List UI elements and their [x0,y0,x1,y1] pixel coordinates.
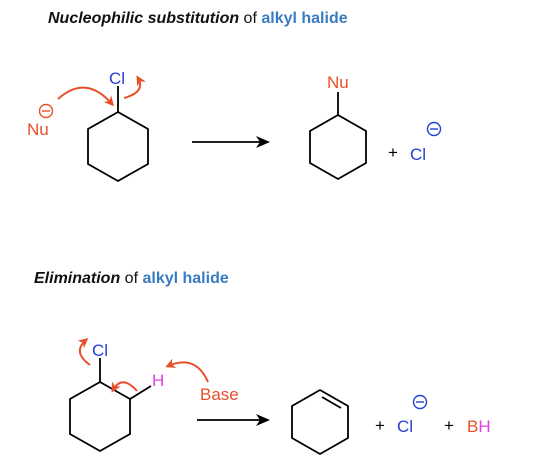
reactant-cyclohexane-ring [87,110,149,183]
elimination-chloride-label: Cl [397,417,413,436]
elimination-product: + Cl + BH [291,388,491,456]
elimination-heading-of: of [120,270,143,287]
elimination-heading: Elimination of alkyl halide [34,270,229,288]
cyclohexene-ring [291,388,349,456]
substitution-heading-of: of [239,10,262,27]
substitution-heading-keyword: alkyl halide [261,10,348,27]
leaving-chloride-arrow [77,338,91,366]
chloride-charge-circle [426,121,442,137]
reactant-chlorine-label: Cl [109,69,125,88]
c-h-bond-electrons-arrow [111,381,138,393]
substitution-heading-emphasis: Nucleophilic substitution [48,10,240,27]
substitution-reactant: Cl Nu [27,69,149,183]
base-reagent-label: Base [200,385,239,404]
product-cyclohexane-ring [309,113,367,181]
leaving-group-arrow [123,75,146,99]
nucleophile-charge-circle [38,103,54,119]
conjugate-acid-label: BH [467,417,491,436]
elimination-plus-1: + [375,416,385,435]
elimination-heading-keyword: alkyl halide [142,270,229,287]
elimination-reactant: Cl H [69,338,209,453]
substitution-product: Nu + Cl [309,73,442,181]
cyclohexene-double-bond [321,396,342,409]
substitution-heading: Nucleophilic substitution of alkyl halid… [48,10,348,28]
conjugate-acid-base-part: B [467,417,478,436]
elim-reactant-c-h-bond [129,385,152,400]
elim-reactant-chlorine-label: Cl [92,341,108,360]
elim-chloride-charge-circle [412,394,428,410]
nucleophile-attack-arrow [57,86,114,107]
nucleophile-label: Nu [27,120,49,139]
substitution-chloride-label: Cl [410,145,426,164]
product-nucleophile-label: Nu [327,73,349,92]
elim-reactant-cyclohexane-ring [69,380,131,453]
beta-hydrogen-label: H [152,371,164,390]
base-attack-arrow [165,358,209,383]
elimination-heading-emphasis: Elimination [34,270,121,287]
conjugate-acid-h-part: H [478,417,490,436]
substitution-plus: + [388,143,398,162]
elimination-plus-2: + [444,416,454,435]
